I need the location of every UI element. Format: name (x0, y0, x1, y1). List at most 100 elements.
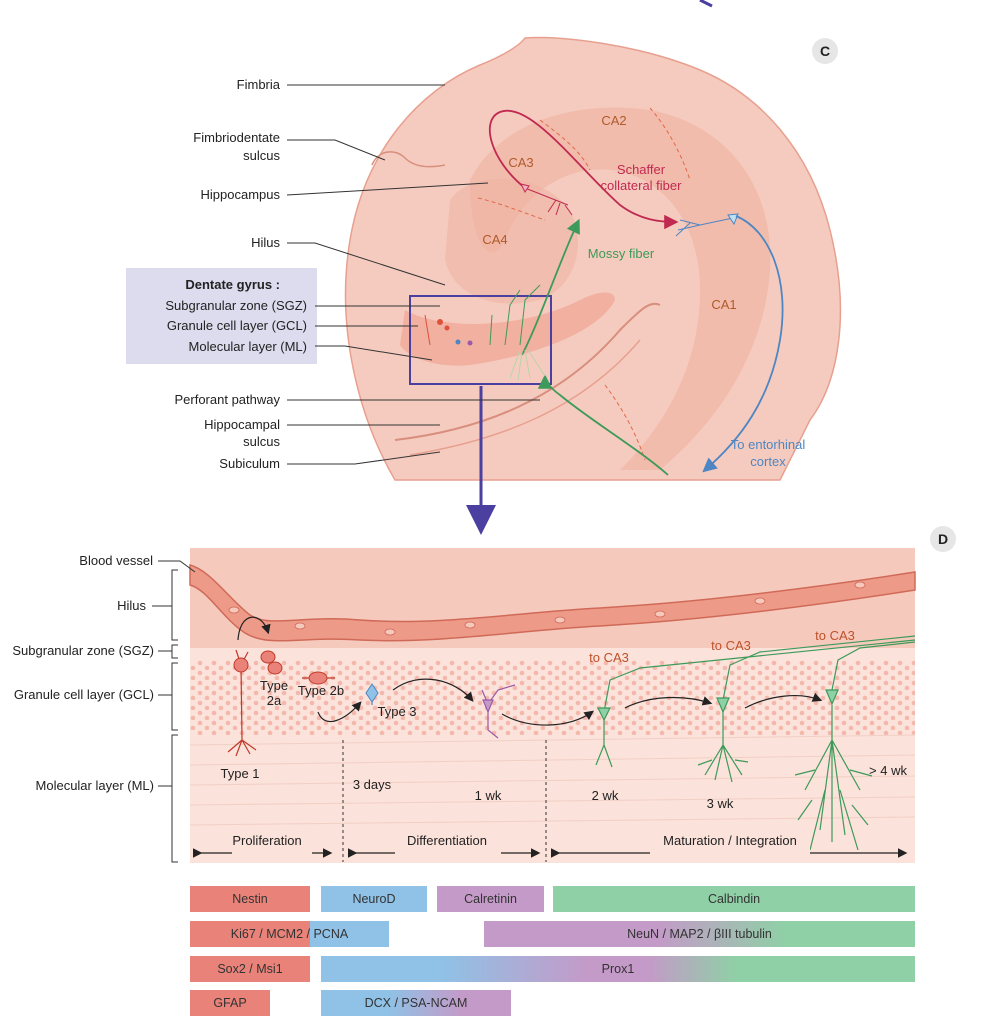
marker-ki67: Ki67 / MCM2 / PCNA (190, 921, 389, 947)
subiculum-line (409, 339, 641, 456)
marker-gfap: GFAP (190, 990, 270, 1016)
dentate-gyrus-band (400, 292, 615, 366)
zoom-box (409, 295, 552, 385)
hippocampal-sulcus-line (394, 302, 661, 441)
label-fimbria: Fimbria (237, 77, 281, 92)
label-hippocampus: Hippocampus (201, 187, 281, 202)
neuron-2wk (595, 639, 916, 768)
label-subiculum: Subiculum (219, 456, 280, 471)
label-blood-vessel: Blood vessel (79, 553, 153, 568)
label-gcl: Granule cell layer (GCL) (167, 318, 307, 333)
marker-prox1: Prox1 (321, 956, 915, 982)
ca4-region (445, 178, 579, 304)
label-type2a-1: Type (260, 678, 288, 693)
marker-calbindin-label: Calbindin (707, 892, 761, 906)
leader-lines-c (286, 84, 540, 465)
label-sgz: Subgranular zone (SGZ) (165, 298, 307, 313)
ca1-label: CA1 (711, 297, 736, 312)
mossy-fiber (521, 218, 580, 356)
neuron-4wk (794, 641, 916, 851)
label-2wk: 2 wk (592, 788, 619, 803)
label-type1: Type 1 (220, 766, 259, 781)
marker-calretinin: Calretinin (437, 886, 544, 912)
label-d-gcl: Granule cell layer (GCL) (14, 687, 154, 702)
label-fimbriodentate-1: Fimbriodentate (193, 130, 280, 145)
schaffer-fiber (488, 109, 679, 230)
label-perforant: Perforant pathway (174, 392, 280, 407)
marker-dcx-label: DCX / PSA-NCAM (364, 996, 468, 1010)
marker-dcx: DCX / PSA-NCAM (321, 990, 511, 1016)
mossy-label: Mossy fiber (588, 246, 655, 261)
label-type2a-2: 2a (267, 693, 282, 708)
marker-neun-label: NeuN / MAP2 / βIII tubulin (627, 927, 772, 941)
panel-c-badge (812, 38, 838, 64)
marker-ki67-label: Ki67 / MCM2 / PCNA (230, 927, 349, 941)
neuron-3wk (697, 635, 916, 783)
hippocampus-band (470, 107, 771, 470)
label-d-sgz: Subgranular zone (SGZ) (12, 643, 154, 658)
type2a-cells (260, 650, 283, 675)
immature-neuron-1wk (481, 684, 516, 739)
label-ml: Molecular layer (ML) (189, 339, 307, 354)
ca4-label: CA4 (482, 232, 507, 247)
mini-cells (424, 284, 546, 381)
type3-cell (365, 683, 379, 705)
progression-arrows (237, 616, 823, 726)
leader-lines-d (152, 560, 196, 863)
marker-calretinin-label: Calretinin (464, 892, 517, 906)
label-hippocampal-sulcus-1: Hippocampal (204, 417, 280, 432)
schaffer-label-2: collateral fiber (601, 178, 683, 193)
entorhinal-fiber (702, 215, 784, 473)
label-type3: Type 3 (377, 704, 416, 719)
marker-neun: NeuN / MAP2 / βIII tubulin (484, 921, 915, 947)
ca2-label: CA2 (601, 113, 626, 128)
label-d-ml: Molecular layer (ML) (36, 778, 154, 793)
marker-nestin: Nestin (190, 886, 310, 912)
label-to-ca3-2: to CA3 (711, 638, 751, 653)
phase-maturation: Maturation / Integration (663, 833, 797, 848)
label-to-ca3-1: to CA3 (589, 650, 629, 665)
marker-gfap-label: GFAP (213, 996, 247, 1010)
ca3-label: CA3 (508, 155, 533, 170)
marker-prox1-label: Prox1 (601, 962, 635, 976)
panel-d: Proliferation Differentiation Maturation… (12, 526, 956, 863)
marker-sox2-label: Sox2 / Msi1 (217, 962, 283, 976)
ca1-neuron (675, 213, 739, 237)
gcl-cell-texture (190, 660, 915, 735)
marker-calbindin: Calbindin (553, 886, 915, 912)
entorhinal-label-2: cortex (750, 454, 786, 469)
label-hippocampal-sulcus-2: sulcus (243, 434, 280, 449)
marker-neurod: NeuroD (321, 886, 427, 912)
label-hilus: Hilus (251, 235, 280, 250)
vessel-cells (228, 581, 866, 636)
phase-proliferation: Proliferation (232, 833, 301, 848)
schaffer-label-1: Schaffer (617, 162, 666, 177)
label-type2b: Type 2b (298, 683, 344, 698)
dentate-gyrus-box (126, 268, 317, 364)
label-4wk: > 4 wk (869, 763, 907, 778)
panel-c: CA2 CA3 CA4 CA1 Schaffer collateral fibe… (126, 0, 842, 535)
panel-d-letter: D (938, 531, 948, 547)
entorhinal-label-1: To entorhinal (731, 437, 806, 452)
label-3wk: 3 wk (707, 796, 734, 811)
type2b-cell (302, 671, 335, 685)
label-d-hilus: Hilus (117, 598, 146, 613)
fimbriodentate-notch (371, 151, 446, 168)
phase-differentiation: Differentiation (407, 833, 487, 848)
marker-nestin-label: Nestin (232, 892, 268, 906)
label-dentate-gyrus: Dentate gyrus : (185, 277, 280, 292)
panel-d-badge (930, 526, 956, 552)
marker-neurod-label: NeuroD (352, 892, 396, 906)
panel-c-letter: C (820, 43, 830, 59)
top-arrow-stub (699, 0, 713, 8)
perforant-green-arrow (537, 374, 669, 476)
label-fimbriodentate-2: sulcus (243, 148, 280, 163)
blood-vessel-shape (189, 564, 916, 642)
label-1wk: 1 wk (475, 788, 502, 803)
ca3-neuron (520, 183, 573, 216)
type1-cell (227, 649, 257, 757)
label-to-ca3-3: to CA3 (815, 628, 855, 643)
marker-sox2: Sox2 / Msi1 (190, 956, 310, 982)
label-3days: 3 days (353, 777, 392, 792)
